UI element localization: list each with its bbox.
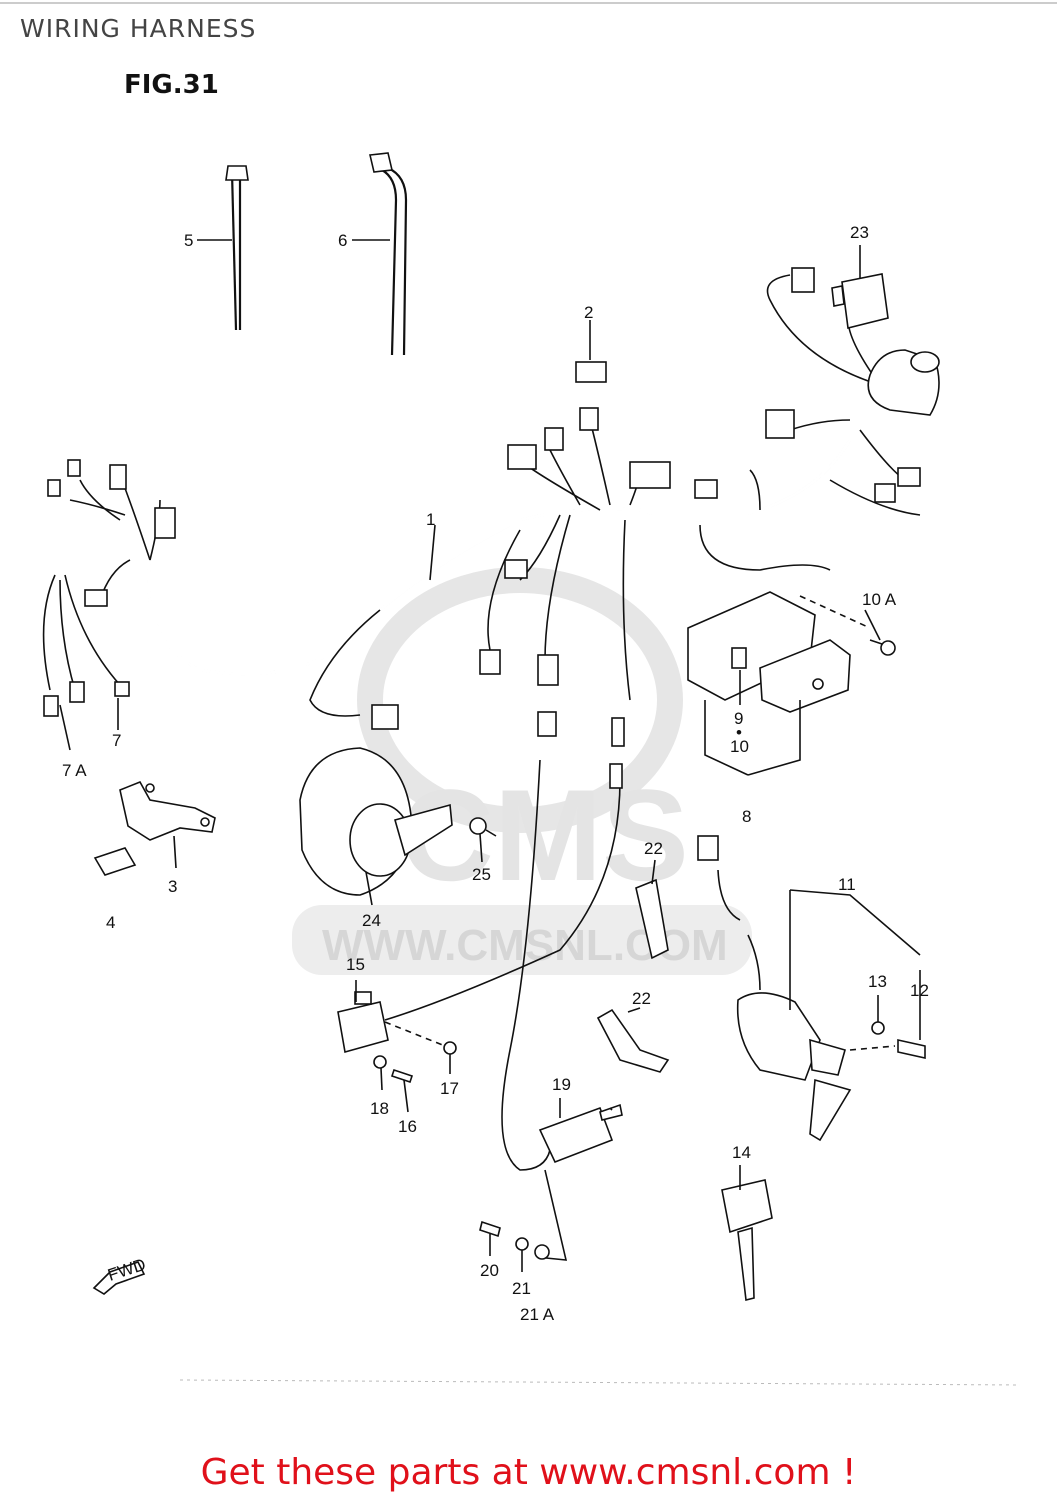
- part-label[interactable]: 10 A: [862, 590, 897, 609]
- page-title: WIRING HARNESS: [20, 14, 257, 43]
- screw-17[interactable]: [443, 1041, 457, 1055]
- cable-tie-6[interactable]: [369, 152, 408, 356]
- part-label[interactable]: 19: [552, 1075, 571, 1094]
- part-label[interactable]: 20: [480, 1261, 499, 1280]
- part-label[interactable]: 4: [106, 913, 115, 932]
- part-label[interactable]: 22: [644, 839, 663, 858]
- screw-12[interactable]: [897, 1039, 926, 1059]
- part-label[interactable]: 7: [112, 731, 121, 750]
- part-label[interactable]: 21 A: [520, 1305, 555, 1324]
- harness-connectors: [43, 267, 921, 861]
- part-label[interactable]: 21: [512, 1279, 531, 1298]
- watermark-logo: CMS: [400, 762, 689, 908]
- ignition-switch-11[interactable]: [736, 992, 852, 1142]
- clamp-22-upper[interactable]: [635, 878, 669, 960]
- part-label[interactable]: 18: [370, 1099, 389, 1118]
- washer-13[interactable]: [871, 1021, 885, 1035]
- relay-23[interactable]: [831, 273, 889, 329]
- part-label[interactable]: 10: [730, 737, 749, 756]
- part-label[interactable]: 11: [838, 875, 856, 894]
- part-label[interactable]: 17: [440, 1079, 459, 1098]
- part-label[interactable]: 6: [338, 231, 347, 250]
- horn-24[interactable]: [299, 747, 453, 896]
- part-label[interactable]: 5: [184, 231, 193, 250]
- part-label[interactable]: 2: [584, 303, 593, 322]
- switch-19[interactable]: [538, 1103, 623, 1164]
- part-label[interactable]: 14: [732, 1143, 751, 1162]
- part-label[interactable]: •: [736, 723, 742, 742]
- footer-promo-link[interactable]: Get these parts at www.cmsnl.com !: [200, 1452, 857, 1493]
- screw-10a[interactable]: [869, 639, 896, 656]
- figure-number: FIG.31: [124, 70, 219, 100]
- screw-20[interactable]: [479, 1220, 501, 1238]
- part-labels: 1 2 3 4 5 6 7 7 A 8 9 • 10 10 A 11 12 13…: [62, 223, 929, 1324]
- part-label[interactable]: 3: [168, 877, 177, 896]
- main-harness[interactable]: [42, 274, 921, 1171]
- key-14[interactable]: [721, 1179, 773, 1301]
- screw-25[interactable]: [469, 817, 497, 837]
- switch-15[interactable]: [337, 991, 389, 1054]
- washer-21a[interactable]: [534, 1244, 550, 1260]
- part-label[interactable]: 15: [346, 955, 365, 974]
- part-label[interactable]: 12: [910, 981, 929, 1000]
- pad-4[interactable]: [93, 847, 137, 876]
- part-label[interactable]: 25: [472, 865, 491, 884]
- part-label[interactable]: 7 A: [62, 761, 87, 780]
- bracket-3[interactable]: [119, 780, 216, 841]
- washer-21[interactable]: [515, 1237, 529, 1251]
- part-label[interactable]: 22: [632, 989, 651, 1008]
- part-label[interactable]: 9: [734, 709, 743, 728]
- part-label[interactable]: 8: [742, 807, 751, 826]
- part-label[interactable]: 16: [398, 1117, 417, 1136]
- part-label[interactable]: 1: [426, 510, 435, 529]
- washer-18[interactable]: [373, 1055, 387, 1069]
- part-label[interactable]: 13: [868, 972, 887, 991]
- leader-lines: [59, 239, 921, 1272]
- harness-cylinder-unit: [867, 349, 940, 416]
- part-label[interactable]: 23: [850, 223, 869, 242]
- direction-arrow-icon: FWD: [92, 1255, 148, 1295]
- watermark: CMS WWW.CMSNL.COM: [292, 567, 752, 975]
- clamp-22-lower[interactable]: [596, 1008, 670, 1073]
- rectifier-8[interactable]: [687, 591, 851, 713]
- part-label[interactable]: 24: [362, 911, 381, 930]
- cable-tie-5[interactable]: [225, 165, 249, 331]
- screw-16[interactable]: [390, 1068, 414, 1084]
